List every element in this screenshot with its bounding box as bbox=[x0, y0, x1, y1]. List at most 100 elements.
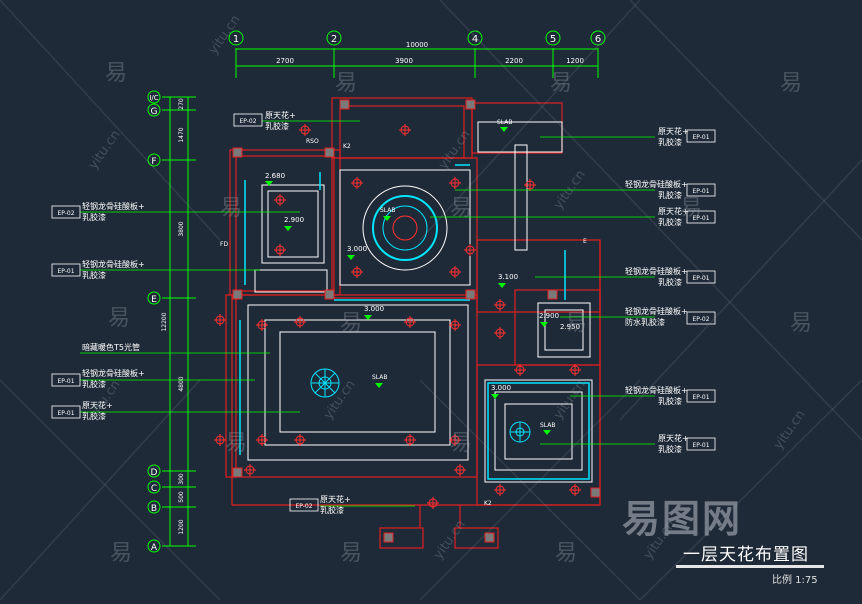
dim-12200: 12200 bbox=[161, 312, 168, 331]
level-2900b: 2.900 bbox=[539, 312, 559, 320]
dim-4800: 4800 bbox=[178, 376, 185, 391]
tag-ep01-r2: EP-01 bbox=[692, 188, 709, 195]
slab-living: SLAB bbox=[372, 374, 388, 381]
tag-ep01-r4: EP-01 bbox=[692, 275, 709, 282]
columns bbox=[232, 99, 601, 543]
watermark-url: yitu.cn bbox=[551, 378, 589, 423]
watermark-diagonal bbox=[439, 0, 862, 441]
tag-ep01-l4: EP-01 bbox=[57, 410, 74, 417]
callout-top-1: 原天花+ bbox=[265, 110, 296, 120]
callout-r6-1: 轻钢龙骨硅酸板+ bbox=[625, 385, 688, 395]
callout-l1-2: 乳胶漆 bbox=[82, 212, 106, 222]
callout-r7-2: 乳胶漆 bbox=[658, 444, 682, 454]
axis-label-c: C bbox=[151, 484, 157, 494]
callout-l3-1: 轻钢龙骨硅酸板+ bbox=[82, 368, 145, 378]
dim-2200: 2200 bbox=[505, 57, 523, 65]
watermark-url: yitu.cn bbox=[771, 408, 809, 453]
watermark-url: yitu.cn bbox=[86, 128, 124, 173]
callout-r6-2: 乳胶漆 bbox=[658, 396, 682, 406]
tag-ep01-l2: EP-01 bbox=[57, 268, 74, 275]
tag-ep02-top: EP-02 bbox=[239, 118, 256, 125]
watermark-mark: 易 bbox=[780, 71, 802, 96]
watermark-diagonal bbox=[639, 379, 862, 601]
axis-label-5: 5 bbox=[550, 34, 556, 45]
mark-rso: RSO bbox=[306, 138, 319, 145]
axis-label-b: B bbox=[151, 504, 157, 514]
slab-top: SLAB bbox=[497, 119, 513, 126]
drawing-title: 一层天花布置图 bbox=[683, 545, 809, 565]
watermark-mark: 易 bbox=[565, 311, 587, 336]
dim-1200: 1200 bbox=[566, 57, 584, 65]
dim-500: 500 bbox=[178, 491, 185, 503]
axis-label-4: 4 bbox=[472, 34, 478, 45]
watermark-mark: 易 bbox=[450, 196, 472, 221]
level-3000b: 3.000 bbox=[364, 305, 384, 313]
dim-300: 300 bbox=[178, 473, 185, 485]
callout-r3-2: 乳胶漆 bbox=[658, 217, 682, 227]
callout-top-2: 乳胶漆 bbox=[265, 121, 289, 131]
mark-k2-top: K2 bbox=[343, 143, 351, 150]
watermark-diagonal bbox=[0, 379, 221, 601]
callout-r5-1: 轻钢龙骨硅酸板+ bbox=[625, 306, 688, 316]
watermark-diagonal bbox=[0, 379, 201, 601]
drawing-scale: 比例 1:75 bbox=[772, 575, 818, 586]
watermark-mark: 易 bbox=[450, 431, 472, 456]
callout-r3-1: 原天花+ bbox=[658, 206, 689, 216]
ceiling-outlines bbox=[247, 121, 593, 483]
dim-2700: 2700 bbox=[276, 57, 294, 65]
level-3100: 3.100 bbox=[498, 273, 518, 281]
top-dimension-lines bbox=[235, 48, 599, 78]
axis-label-a: A bbox=[151, 543, 158, 553]
callout-r7-1: 原天花+ bbox=[658, 433, 689, 443]
callout-bottom-1: 原天花+ bbox=[320, 494, 351, 504]
watermark-diagonal bbox=[419, 379, 641, 601]
tag-ep02-bottom: EP-02 bbox=[295, 503, 312, 510]
watermark-diagonal bbox=[0, 0, 221, 241]
slab-round: SLAB bbox=[380, 207, 396, 214]
top-axis-bubbles: 1 2 4 5 6 bbox=[228, 30, 606, 46]
axis-label-2: 2 bbox=[331, 34, 337, 45]
callout-r4-2: 乳胶漆 bbox=[658, 277, 682, 287]
callout-l4-2: 乳胶漆 bbox=[82, 411, 106, 421]
mark-fd: FD bbox=[220, 241, 228, 248]
dim-270: 270 bbox=[178, 98, 185, 110]
callout-l1-1: 轻钢龙骨硅酸板+ bbox=[82, 201, 145, 211]
callout-t5: 暗藏暖色T5光管 bbox=[82, 342, 140, 352]
tag-texts: EP-02 EP-01 EP-01 EP-01 EP-02 EP-01 EP-0… bbox=[57, 118, 709, 510]
callout-r1-2: 乳胶漆 bbox=[658, 137, 682, 147]
axis-label-d: D bbox=[151, 468, 158, 478]
watermark-diagonal bbox=[619, 159, 862, 421]
callouts: 原天花+ 乳胶漆 原天花+ 乳胶漆 轻钢龙骨硅酸板+ 乳胶漆 原天花+ 乳胶漆 … bbox=[82, 110, 689, 515]
tag-ep01-r3: EP-01 bbox=[692, 215, 709, 222]
level-2950: 2.950 bbox=[560, 323, 580, 331]
tag-ep02-r5: EP-02 bbox=[692, 316, 709, 323]
watermark-mark: 易 bbox=[110, 541, 132, 566]
watermark-mark: 易 bbox=[340, 541, 362, 566]
callout-r4-1: 轻钢龙骨硅酸板+ bbox=[625, 266, 688, 276]
level-3000a: 3.000 bbox=[347, 245, 367, 253]
watermark-diagonal bbox=[419, 379, 641, 601]
circular-ceiling bbox=[362, 185, 448, 271]
tag-ep01-l3: EP-01 bbox=[57, 378, 74, 385]
axis-label-f: F bbox=[151, 157, 156, 167]
callout-r2-2: 乳胶漆 bbox=[658, 190, 682, 200]
tag-ep01-r1: EP-01 bbox=[692, 134, 709, 141]
callout-l2-2: 乳胶漆 bbox=[82, 270, 106, 280]
watermark-diagonal bbox=[419, 0, 641, 241]
chandelier-living bbox=[310, 368, 340, 398]
mark-e: E bbox=[583, 238, 587, 245]
title-underline bbox=[676, 565, 824, 568]
watermark-diagonal bbox=[629, 0, 862, 241]
axis-label-e: E bbox=[151, 295, 157, 305]
tag-ep02-l1: EP-02 bbox=[57, 210, 74, 217]
callout-r5-2: 防水乳胶漆 bbox=[625, 317, 665, 327]
watermark-mark: 易 bbox=[790, 311, 812, 336]
watermark-mark: 易 bbox=[680, 196, 702, 221]
watermark-mark: 易 bbox=[550, 71, 572, 96]
level-2680: 2.680 bbox=[265, 172, 285, 180]
watermark-mark: 易 bbox=[340, 311, 362, 336]
callout-l2-1: 轻钢龙骨硅酸板+ bbox=[82, 259, 145, 269]
leader-lines bbox=[80, 120, 655, 507]
axis-label-g: G bbox=[151, 107, 158, 117]
